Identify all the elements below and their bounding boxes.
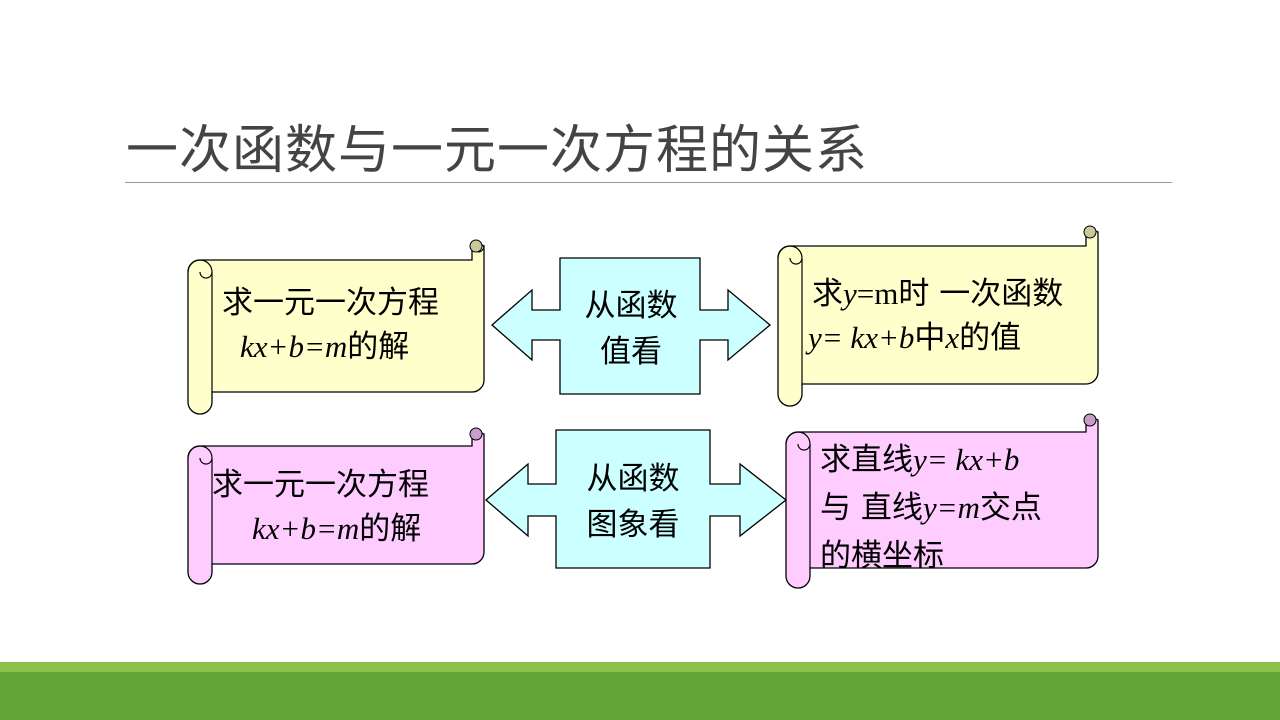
scroll-shape-row2-right xyxy=(785,413,1099,589)
title-divider xyxy=(125,182,1172,183)
row2-left-text: 求一元一次方程 kx+b=m的解 xyxy=(212,467,429,547)
footer-bar-dark xyxy=(0,672,1280,720)
row1-center-label: 从函数 值看 xyxy=(584,288,678,370)
row1-left-text: 求一元一次方程 kx+b=m的解 xyxy=(222,285,439,365)
slide-title: 一次函数与一元一次方程的关系 xyxy=(126,121,869,181)
row2-right-text: 求直线y= kx+b 与 直线y=m交点 的横坐标 xyxy=(820,442,1042,574)
footer-bar-light xyxy=(0,662,1280,672)
double-arrow-row1 xyxy=(491,257,772,395)
scroll-shape-row1-left xyxy=(187,239,485,415)
scroll-shape-row2-left xyxy=(187,427,485,585)
row1-right-text: 求y=m时 一次函数 y= kx+b中x的值 xyxy=(808,276,1064,356)
scroll-shape-row1-right xyxy=(777,225,1099,407)
row2-center-label: 从函数 图象看 xyxy=(586,461,680,543)
